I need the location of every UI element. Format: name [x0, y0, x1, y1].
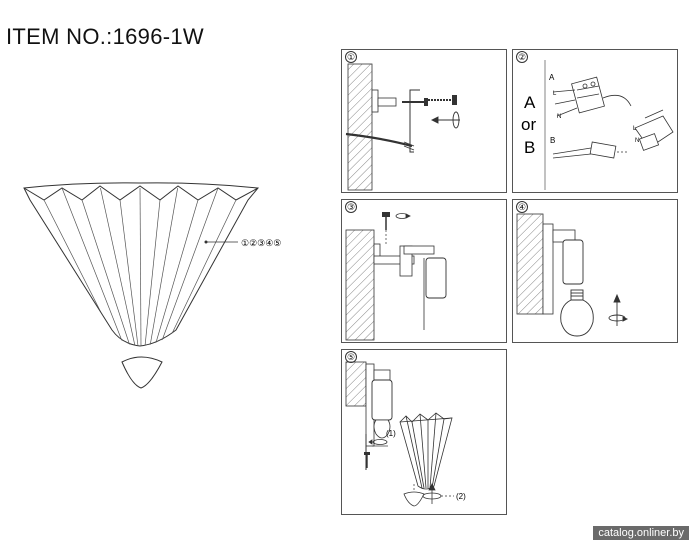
- bracket: [409, 89, 420, 153]
- mount-plate: [373, 255, 415, 265]
- shade-pleats: [43, 188, 237, 346]
- step-panel-1: ①: [341, 49, 507, 193]
- svg-text:L: L: [553, 91, 557, 97]
- rotate-arrow-icon: [430, 111, 460, 129]
- screw-icon: [364, 452, 370, 468]
- terminal-block-a: [552, 76, 605, 117]
- socket-cylinder: [425, 257, 447, 299]
- step-panel-4: ④: [512, 199, 678, 343]
- shade-rim: [23, 185, 259, 201]
- item-number-title: ITEM NO.:1696-1W: [6, 24, 204, 49]
- lamp-holder-arm: [373, 369, 391, 381]
- light-bulb-icon: [560, 289, 594, 337]
- step-label-1: (1): [386, 429, 396, 438]
- watermark: catalog.onliner.by: [593, 526, 689, 540]
- svg-text:A: A: [549, 73, 555, 82]
- svg-text:N: N: [635, 138, 639, 144]
- rotate-arrow-icon: [368, 439, 388, 445]
- wall-section: [347, 63, 373, 191]
- step-number: ①: [345, 51, 357, 63]
- option-b-label: B: [524, 138, 535, 157]
- wall-section: [345, 361, 367, 407]
- step-number: ②: [516, 51, 528, 63]
- step-panel-2: ② A or B A L N B: [512, 49, 678, 193]
- rotate-arrow-icon: [395, 213, 411, 219]
- terminal-block-b: [552, 141, 627, 159]
- step-number: ③: [345, 201, 357, 213]
- wall-section: [516, 213, 544, 315]
- step-panel-3: ③: [341, 199, 507, 343]
- svg-text:L: L: [633, 126, 637, 132]
- svg-text:B: B: [550, 136, 555, 145]
- wall-section: [345, 229, 375, 341]
- svg-text:N: N: [557, 114, 561, 120]
- rotate-arrow-icon: [608, 293, 629, 326]
- option-a-label: A: [524, 93, 536, 112]
- shade-finial: [403, 491, 425, 507]
- socket-cylinder: [371, 379, 393, 421]
- overview-callout: ①②③④⑤: [241, 238, 281, 248]
- rotate-arrow-icon-2: [422, 483, 454, 504]
- lamp-connector: [634, 109, 674, 151]
- step-panel-5: ⑤ (1): [341, 349, 507, 515]
- lamp-shade: [399, 412, 453, 490]
- wall-plug: [377, 97, 397, 107]
- or-label: or: [521, 115, 536, 134]
- screw-icon: [402, 98, 428, 106]
- shade-finial: [121, 356, 163, 389]
- step-label-2: (2): [456, 492, 466, 501]
- step-number: ④: [516, 201, 528, 213]
- socket-cylinder: [562, 239, 584, 285]
- lamp-overview-drawing: ①②③④⑤: [23, 182, 281, 389]
- screw-icon-2: [428, 95, 457, 105]
- screw-icon: [382, 212, 390, 230]
- light-bulb-icon: [373, 419, 391, 439]
- cable: [345, 132, 413, 148]
